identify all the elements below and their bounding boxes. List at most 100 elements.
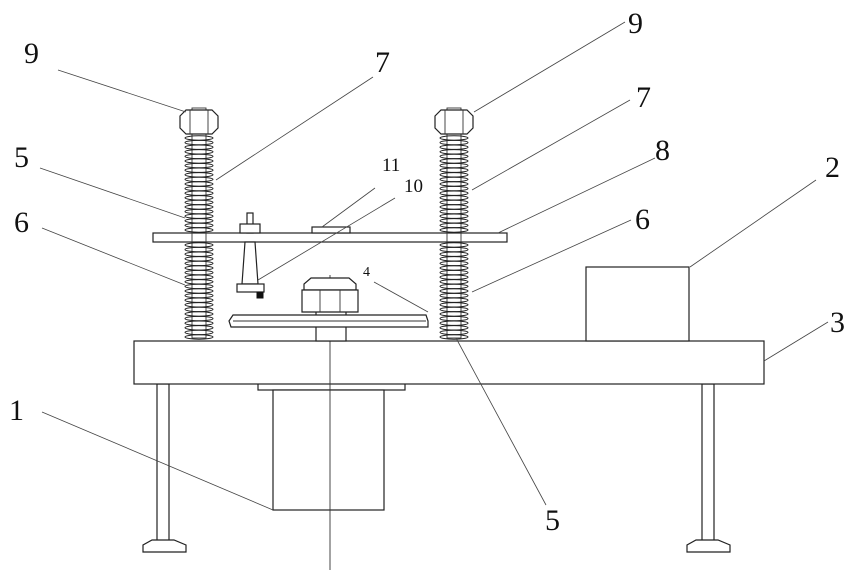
probe xyxy=(237,213,264,298)
spring-coil xyxy=(440,252,468,256)
spring-coil xyxy=(185,145,213,149)
spring-coil xyxy=(185,209,213,213)
spring-coil xyxy=(185,312,213,316)
spring-coil xyxy=(440,261,468,265)
label-lower-spring-right: 6 xyxy=(635,203,650,236)
spring-coil xyxy=(440,284,468,288)
spring-coil xyxy=(440,173,468,177)
spring-coil xyxy=(185,261,213,265)
spring-coil xyxy=(185,140,213,144)
right-lower-spring xyxy=(440,243,468,339)
spring-coil xyxy=(185,154,213,158)
label-bolt-right: 9 xyxy=(628,7,643,40)
spring-coil xyxy=(185,247,213,251)
spring-coil xyxy=(185,252,213,256)
spring-coil xyxy=(440,163,468,167)
spring-coil xyxy=(440,191,468,195)
spring-coil xyxy=(185,163,213,167)
spring-coil xyxy=(185,150,213,154)
spring-coil xyxy=(185,136,213,140)
spring-coil xyxy=(440,200,468,204)
spring-coil xyxy=(440,247,468,251)
left-leg xyxy=(143,384,186,552)
spring-coil xyxy=(440,186,468,190)
spring-coil xyxy=(185,243,213,247)
spring-coil xyxy=(185,186,213,190)
spring-coil xyxy=(185,284,213,288)
spring-coil xyxy=(185,266,213,270)
spring-coil xyxy=(440,335,468,339)
spring-coil xyxy=(185,214,213,218)
spring-coil xyxy=(440,303,468,307)
label-motor: 1 xyxy=(9,394,24,427)
label-upper-plate: 8 xyxy=(655,134,670,167)
spring-coil xyxy=(440,209,468,213)
spring-coil xyxy=(185,159,213,163)
block xyxy=(586,267,689,341)
spring-coil xyxy=(440,266,468,270)
spring-coil xyxy=(440,168,468,172)
spring-coil xyxy=(185,223,213,227)
label-spring-lower-a: 5 xyxy=(14,141,29,174)
spring-coil xyxy=(185,196,213,200)
spring-coil xyxy=(185,219,213,223)
spring-coil xyxy=(440,214,468,218)
spring-coil xyxy=(440,154,468,158)
spring-coil xyxy=(440,136,468,140)
spring-coil xyxy=(185,280,213,284)
spring-coil xyxy=(185,191,213,195)
spring-coil xyxy=(440,145,468,149)
label-lower-spring-left: 6 xyxy=(14,206,29,239)
label-block: 2 xyxy=(825,151,840,184)
spring-coil xyxy=(440,205,468,209)
spring-coil xyxy=(440,219,468,223)
label-center-disc: 4 xyxy=(363,265,370,280)
label-pad: 11 xyxy=(382,155,400,176)
spring-coil xyxy=(440,330,468,334)
spring-coil xyxy=(440,228,468,232)
spring-coil xyxy=(440,321,468,325)
spring-coil xyxy=(440,312,468,316)
spring-coil xyxy=(185,177,213,181)
spring-coil xyxy=(440,293,468,297)
spring-coil xyxy=(185,330,213,334)
label-base-plate: 3 xyxy=(830,306,845,339)
left-upper-spring xyxy=(185,136,213,232)
spring-coil xyxy=(185,200,213,204)
spring-coil xyxy=(440,257,468,261)
spring-coil xyxy=(440,326,468,330)
spring-coil xyxy=(440,182,468,186)
spring-coil xyxy=(440,307,468,311)
motor xyxy=(258,383,405,510)
label-bolt-left: 9 xyxy=(24,37,39,70)
spring-coil xyxy=(185,321,213,325)
spring-coil xyxy=(185,326,213,330)
spring-coil xyxy=(440,298,468,302)
spring-coil xyxy=(185,275,213,279)
label-upper-spring-right: 7 xyxy=(636,81,651,114)
spring-coil xyxy=(185,298,213,302)
spring-coil xyxy=(440,275,468,279)
spring-coil xyxy=(185,289,213,293)
right-bolt-assembly xyxy=(435,108,473,339)
spring-coil xyxy=(185,228,213,232)
spring-coil xyxy=(440,223,468,227)
spring-coil xyxy=(440,316,468,320)
label-upper-spring-left: 7 xyxy=(375,46,390,79)
spring-coil xyxy=(440,159,468,163)
spring-coil xyxy=(185,293,213,297)
label-spring-lower-b: 5 xyxy=(545,504,560,537)
spring-coil xyxy=(185,205,213,209)
spring-coil xyxy=(185,182,213,186)
spring-coil xyxy=(440,270,468,274)
spring-coil xyxy=(185,173,213,177)
label-probe: 10 xyxy=(404,176,423,197)
spring-coil xyxy=(440,177,468,181)
spring-coil xyxy=(440,150,468,154)
spring-coil xyxy=(185,335,213,339)
spring-coil xyxy=(440,280,468,284)
spring-coil xyxy=(185,168,213,172)
spring-coil xyxy=(185,270,213,274)
base-plate xyxy=(134,341,764,384)
